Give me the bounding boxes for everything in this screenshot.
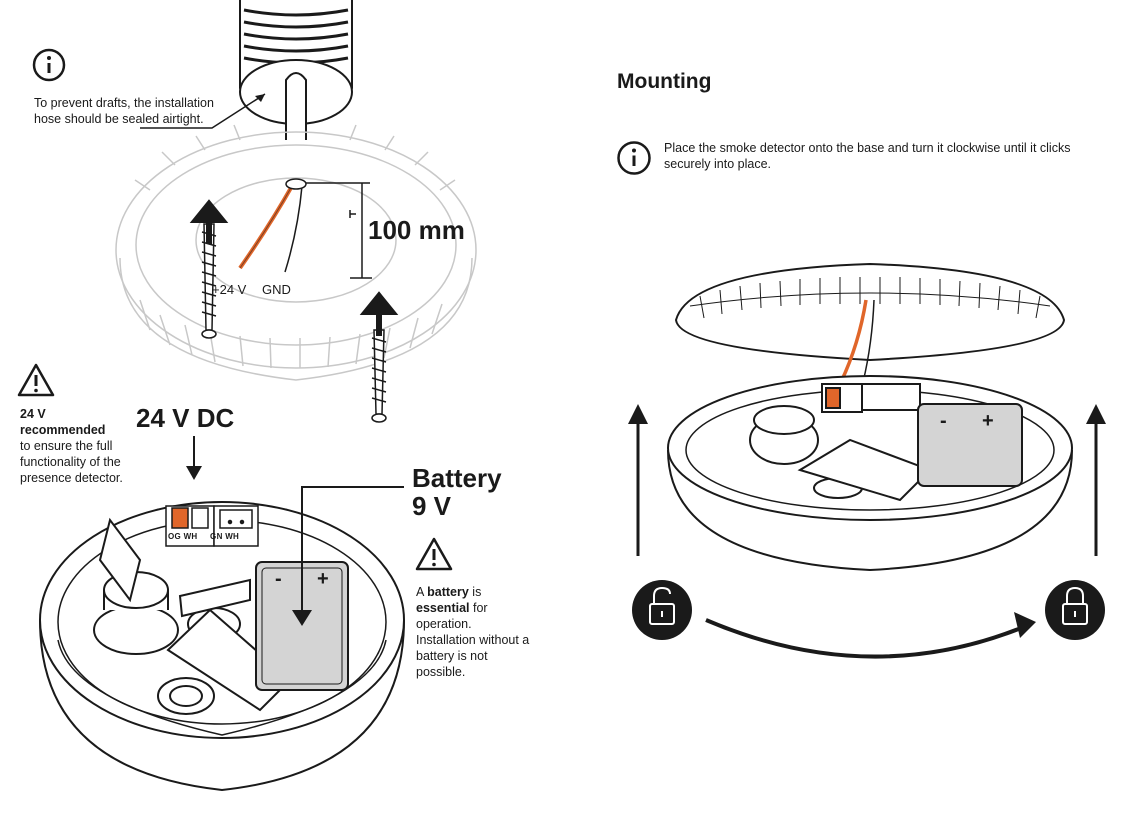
screw-right <box>371 329 387 423</box>
battery-note: A battery is essential for operation. In… <box>416 585 530 679</box>
mounting-heading: Mounting <box>617 70 712 93</box>
arrow-up-left <box>189 199 229 244</box>
mount-battery-plus: + <box>982 410 994 432</box>
mount-battery <box>917 403 1023 487</box>
gnd-wire <box>284 185 303 273</box>
gnd-wire-label: GND <box>262 282 291 297</box>
dimension-label: 100 mm <box>368 215 465 245</box>
mount-battery-minus: - <box>940 410 947 432</box>
hose-leader-line <box>140 93 266 129</box>
arrow-battery-down <box>292 610 312 626</box>
warning-24v-body: to ensure the full functionality of the … <box>20 439 123 485</box>
battery-plus: + <box>317 568 329 590</box>
base-plate-outline <box>115 124 477 381</box>
dc-label: 24 V DC <box>136 403 235 433</box>
battery-leader-line <box>301 486 404 598</box>
terminal-labels: OG WH GN WH <box>168 532 240 541</box>
rotate-clockwise-arrow <box>705 618 1027 659</box>
dimension-100mm-lines <box>306 182 372 279</box>
battery-warning-icon <box>415 537 453 571</box>
warning-icon <box>17 363 55 397</box>
terminal-block <box>165 505 259 547</box>
arrow-up-right <box>359 291 399 336</box>
detector-lid <box>674 262 1066 362</box>
unlocked-icon <box>632 580 692 640</box>
battery-label: Battery 9 V <box>412 463 502 521</box>
plus-wire <box>238 185 294 270</box>
warning-24v-text: 24 V recommended to ensure the full func… <box>20 406 132 486</box>
info-icon <box>32 48 66 82</box>
locked-icon <box>1045 580 1105 640</box>
installation-hose <box>239 0 353 140</box>
warning-24v-title: 24 V <box>20 407 46 421</box>
mounting-instruction: Place the smoke detector onto the base a… <box>664 141 1071 171</box>
battery-minus: - <box>275 568 282 590</box>
hose-note: To prevent drafts, the installation hose… <box>34 96 214 126</box>
mounting-info-icon <box>617 141 651 175</box>
plus-wire-label: +24 V <box>212 282 247 297</box>
warning-24v-subtitle: recommended <box>20 423 106 437</box>
